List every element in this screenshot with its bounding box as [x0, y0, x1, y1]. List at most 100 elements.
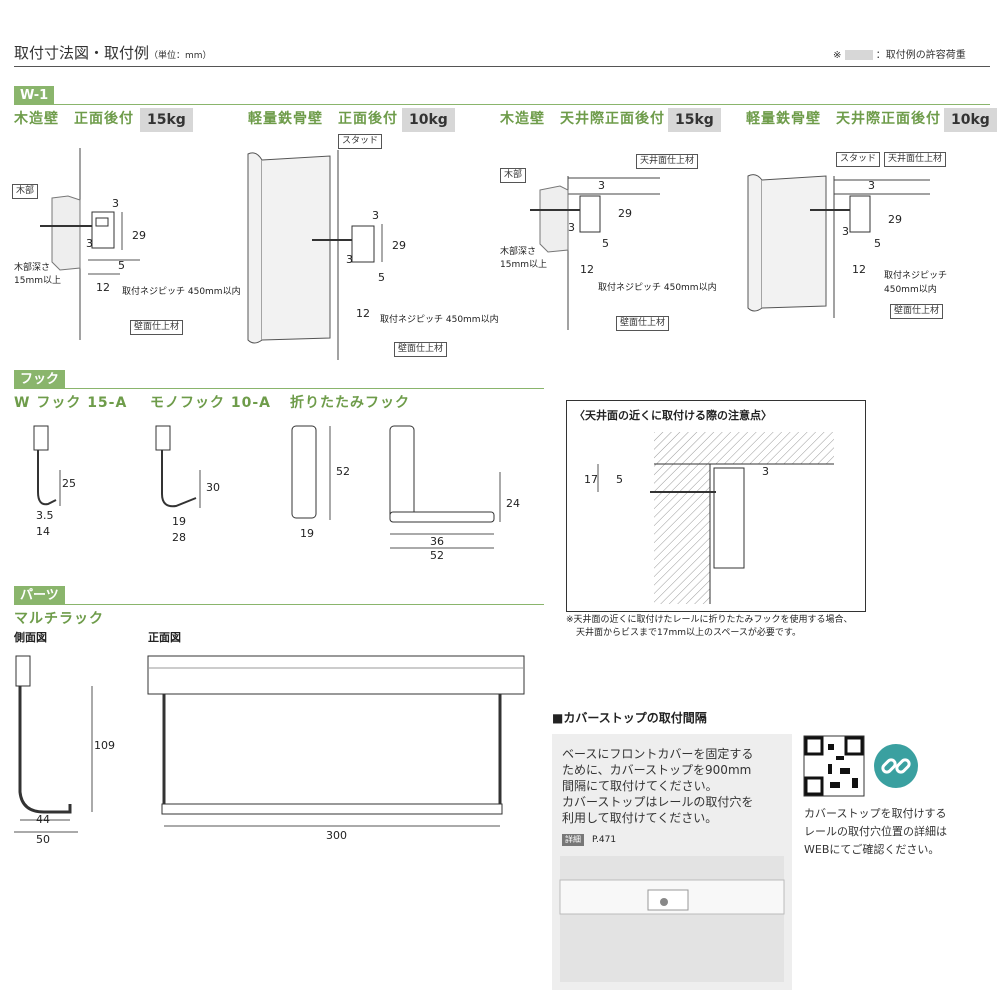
header-divider: [14, 66, 990, 67]
section-tag-w1: W-1: [14, 86, 55, 105]
label-wood-depth-min: 15mm以上: [14, 276, 61, 286]
label-screw-pitch: 取付ネジピッチ 450mm以内: [598, 283, 717, 293]
note-prefix: ※: [833, 50, 842, 61]
coverstop-body-4: カバーストップはレールの取付穴を: [562, 795, 754, 809]
dim: 300: [326, 829, 347, 842]
dim: 14: [36, 525, 50, 538]
hook3-title: 折りたたみフック: [290, 395, 410, 411]
dim: 3: [568, 221, 575, 234]
label-wall-finish: 壁面仕上材: [616, 316, 670, 331]
dim: 109: [94, 739, 115, 752]
label-screw-pitch: 取付ネジピッチ 450mm以内: [380, 315, 499, 325]
parts-title: マルチラック: [14, 611, 104, 627]
panel1-title: 木造壁 正面後付: [14, 111, 134, 127]
label-wood: 木部: [500, 168, 527, 183]
label-wall-finish: 壁面仕上材: [890, 304, 944, 319]
dim: 3: [112, 197, 119, 210]
label-stud: スタッド: [836, 152, 881, 167]
unit-text: （単位：mm）: [149, 51, 212, 61]
hooks-divider: [14, 388, 544, 389]
dim: 44: [36, 813, 50, 826]
note-text: ：取付例の許容荷重: [875, 50, 966, 61]
dim: 12: [356, 307, 370, 320]
parts-divider: [14, 604, 544, 605]
label-ceiling-finish: 天井面仕上材: [636, 154, 699, 169]
panel2-title: 軽量鉄骨壁 正面後付: [248, 111, 398, 127]
front-view-label: 正面図: [148, 631, 181, 644]
coverstop-body-1: ベースにフロントカバーを固定する: [562, 747, 754, 761]
label-screw-pitch-value: 450mm以内: [884, 285, 937, 295]
dim: 3: [372, 209, 379, 222]
dim: 19: [172, 515, 186, 528]
dim: 17: [584, 473, 598, 486]
side-view-label: 側面図: [14, 631, 47, 644]
detail-page-link[interactable]: P.471: [592, 835, 617, 845]
dim: 52: [336, 465, 350, 478]
dim: 25: [62, 477, 76, 490]
panel1-load: 15kg: [140, 108, 193, 132]
dim: 29: [392, 239, 406, 252]
w1-divider: [14, 104, 990, 105]
hook2-title: モノフック 10-A: [150, 395, 272, 411]
web-text-1: カバーストップを取付けする: [804, 807, 947, 820]
dim: 3: [842, 225, 849, 238]
section-tag-hooks: フック: [14, 370, 66, 389]
dim: 36: [430, 535, 444, 548]
dim: 3: [86, 237, 93, 250]
label-ceiling-finish: 天井面仕上材: [884, 152, 947, 167]
caution-box: [566, 400, 866, 612]
label-wood: 木部: [12, 184, 39, 199]
caution-title: 〈天井面の近くに取付ける際の注意点〉: [574, 409, 772, 422]
coverstop-heading: ■カバーストップの取付間隔: [552, 711, 707, 725]
dim: 24: [506, 497, 520, 510]
dim: 5: [602, 237, 609, 250]
label-wood-depth: 木部深さ: [500, 247, 537, 257]
dim: 29: [618, 207, 632, 220]
dim: 50: [36, 833, 50, 846]
dim: 5: [874, 237, 881, 250]
dim: 12: [852, 263, 866, 276]
panel3-title: 木造壁 天井際正面後付: [500, 111, 665, 127]
dim: 52: [430, 549, 444, 562]
label-screw-pitch: 取付ネジピッチ: [884, 271, 948, 281]
label-wall-finish: 壁面仕上材: [394, 342, 448, 357]
dim: 3: [346, 253, 353, 266]
load-note: ※ ：取付例の許容荷重: [833, 50, 966, 61]
title-text: 取付寸法図・取付例: [14, 44, 150, 62]
dim: 30: [206, 481, 220, 494]
detail-badge: 詳細: [562, 834, 584, 846]
dim: 3: [868, 179, 875, 192]
label-wood-depth-min: 15mm以上: [500, 260, 547, 270]
label-wood-depth: 木部深さ: [14, 263, 51, 273]
dim: 3: [598, 179, 605, 192]
label-screw-pitch: 取付ネジピッチ 450mm以内: [122, 287, 241, 297]
hook1-title: W フック 15-A: [14, 395, 128, 411]
caution-note-2: 天井面からビスまで17mm以上のスペースが必要です。: [576, 628, 802, 638]
dim: 5: [118, 259, 125, 272]
coverstop-body-2: ために、カバーストップを900mm: [562, 763, 752, 777]
dim: 5: [378, 271, 385, 284]
dim: 3: [762, 465, 769, 478]
dim: 29: [888, 213, 902, 226]
panel2-load: 10kg: [402, 108, 455, 132]
dim: 12: [580, 263, 594, 276]
dim: 12: [96, 281, 110, 294]
dim: 28: [172, 531, 186, 544]
web-text-3: WEBにてご確認ください。: [804, 843, 940, 856]
coverstop-body-5: 利用して取付けてください。: [562, 811, 718, 825]
panel4-title: 軽量鉄骨壁 天井際正面後付: [746, 111, 941, 127]
panel3-load: 15kg: [668, 108, 721, 132]
label-stud: スタッド: [338, 134, 383, 149]
section-tag-parts: パーツ: [14, 586, 65, 605]
web-text-2: レールの取付穴位置の詳細は: [804, 825, 947, 838]
dim: 19: [300, 527, 314, 540]
dim: 5: [616, 473, 623, 486]
